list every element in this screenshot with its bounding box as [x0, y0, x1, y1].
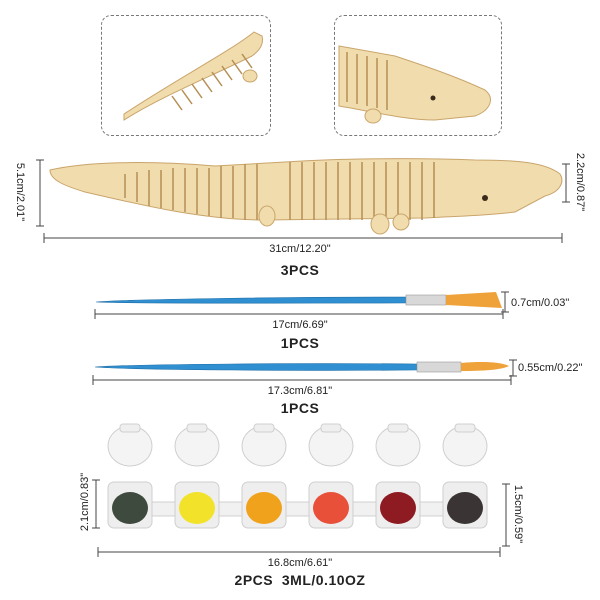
flat-brush-length-label: 17cm/6.69" — [272, 319, 328, 331]
paint-cup-2 — [174, 423, 220, 529]
paint-lid-tab — [320, 423, 342, 433]
round-brush-length-label: 17.3cm/6.81" — [267, 385, 333, 397]
paint-cup-6 — [442, 423, 488, 529]
paint-quantity-label: 2PCS 3ML/0.10OZ — [234, 572, 366, 588]
paint-cup-4 — [308, 423, 354, 529]
flat-brush-tip-label: 0.7cm/0.03" — [511, 297, 570, 309]
paint-color — [246, 492, 282, 524]
paint-lid-tab — [454, 423, 476, 433]
round-brush-image — [94, 361, 509, 373]
paint-cup-3 — [241, 423, 287, 529]
crocodile-quantity-label: 3PCS — [280, 262, 320, 278]
paint-strip-image — [107, 423, 488, 529]
paint-lid-tab — [119, 423, 141, 433]
crocodile-eye-icon — [430, 95, 436, 101]
round-brush-tip-label: 0.55cm/0.22" — [518, 362, 583, 374]
tail-detail-box — [101, 15, 271, 136]
paint-lid-tab — [253, 423, 275, 433]
head-detail-box — [334, 15, 502, 136]
flat-brush-quantity-label: 1PCS — [280, 335, 320, 351]
round-brush-quantity-label: 1PCS — [280, 400, 320, 416]
paint-cup-5 — [375, 423, 421, 529]
paint-color — [313, 492, 349, 524]
paint-color — [112, 492, 148, 524]
crocodile-height-label: 5.1cm/2.01" — [14, 162, 26, 222]
crocodile-head-height-label: 2.2cm/0.87" — [574, 152, 586, 212]
crocodile-head-detail-image — [338, 45, 491, 124]
crocodile-length-label: 31cm/12.20" — [269, 243, 331, 255]
paint-color — [179, 492, 215, 524]
flat-brush-image — [95, 292, 502, 308]
paint-strip-length-label: 16.8cm/6.61" — [267, 557, 333, 569]
crocodile-tail-detail-image — [123, 31, 263, 121]
paint-cup-1 — [107, 423, 153, 529]
paint-lid-tab — [186, 423, 208, 433]
paint-color — [380, 492, 416, 524]
paint-lid-tab — [387, 423, 409, 433]
crocodile-toy-image — [49, 158, 563, 235]
paint-color — [447, 492, 483, 524]
paint-strip-height-label: 2.1cm/0.83" — [79, 472, 91, 532]
paint-cup-height-label: 1.5cm/0.59" — [512, 484, 524, 544]
